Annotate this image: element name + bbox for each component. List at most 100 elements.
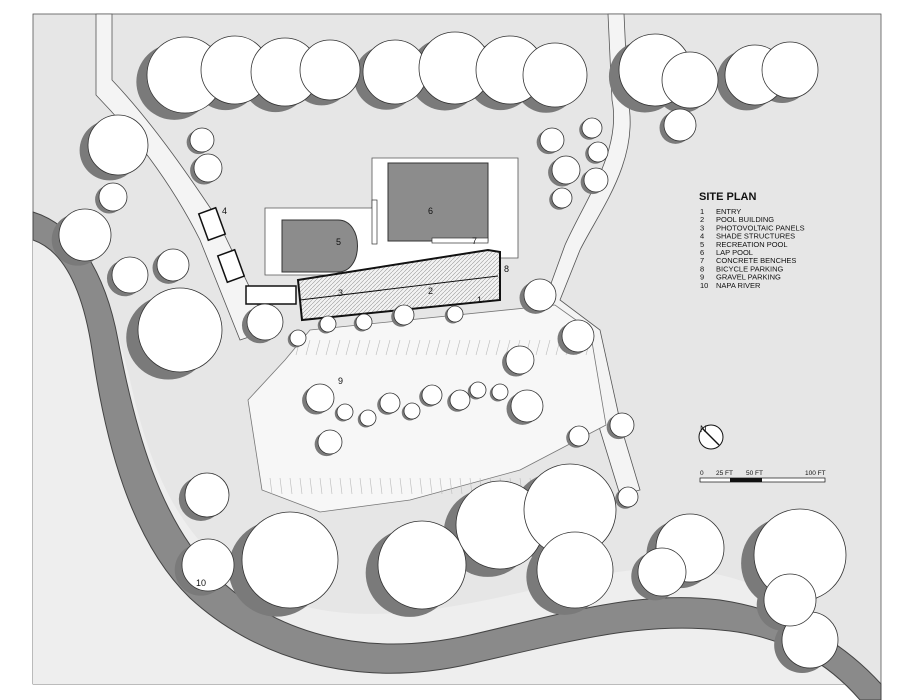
tree-canopy [305,383,335,413]
parking-stripe [455,339,461,356]
label-recreation-pool: 5 [336,237,341,247]
parking-stripe [545,339,551,356]
tree-canopy [761,41,819,99]
tree-canopy [522,42,588,108]
parking-stripe [535,339,541,356]
concrete-bench [371,199,378,245]
tree-canopy [359,409,377,427]
parking-stripe [365,339,371,356]
parking-stripe [349,477,353,495]
parking-stripe [395,339,401,356]
tree-canopy [87,114,149,176]
parking-stripe [345,339,351,356]
tree-canopy [421,384,443,406]
legend-number: 2 [700,215,704,224]
parking-stripe [409,477,413,495]
parking-stripe [315,339,321,356]
tree-canopy [661,51,719,109]
shade-structure [197,206,227,242]
north-arrow: N [698,424,724,450]
tree-canopy [583,167,609,193]
label-shade: 4 [222,206,227,216]
parking-stripe [459,477,463,495]
tree-canopy [137,287,223,373]
tree-canopy [551,187,573,209]
tree-canopy [181,538,235,592]
tree-canopy [763,573,817,627]
legend-number: 10 [700,281,708,290]
tree-canopy [469,381,487,399]
parking-stripe [399,477,403,495]
tree-canopy [581,117,603,139]
tree-canopy [491,383,509,401]
scale-50: 50 FT [746,470,763,477]
parking-stripe [309,477,313,495]
parking-stripe [389,477,393,495]
parking-stripe [385,339,391,356]
parking-stripe [465,339,471,356]
tree-canopy [241,511,339,609]
tree-canopy [449,389,471,411]
pool-building [296,248,501,322]
legend-number: 8 [700,264,704,273]
parking-stripe [299,477,303,495]
parking-stripe [495,339,501,356]
site-plan-title: SITE PLAN [699,191,757,203]
tree-canopy [637,547,687,597]
tree-canopy [510,389,544,423]
legend-label: NAPA RIVER [716,281,761,290]
parking-stripe [379,477,383,495]
shade-structure [245,285,297,305]
label-bicycle: 8 [504,264,509,274]
label-parking: 9 [338,376,343,386]
tree-canopy [246,303,284,341]
legend-number: 5 [700,240,704,249]
tree-canopy [523,278,557,312]
parking-stripe [435,339,441,356]
parking-stripe [305,339,311,356]
tree-canopy [403,402,421,420]
legend-label: SHADE STRUCTURES [716,232,795,241]
parking-stripe [325,339,331,356]
tree-canopy [98,182,128,212]
tree-canopy [362,39,428,105]
parking-stripe [335,339,341,356]
tree-canopy [355,313,373,331]
parking-stripe [415,339,421,356]
legend-label: POOL BUILDING [716,215,774,224]
parking-stripe [449,477,453,495]
legend-number: 9 [700,273,704,282]
tree-canopy [536,531,614,609]
parking-stripe [369,477,373,495]
tree-canopy [617,486,639,508]
legend-label: RECREATION POOL [716,240,788,249]
concrete-bench [431,237,489,244]
parking-stripe [269,477,273,495]
tree-canopy [587,141,609,163]
tree-canopy [551,155,581,185]
legend-number: 1 [700,207,704,216]
legend-number: 7 [700,256,704,265]
tree-canopy [446,305,464,323]
scale-bar: 0 25 FT 50 FT 100 FT [699,470,826,483]
tree-canopy [289,329,307,347]
parking-stripe [359,477,363,495]
recreation-pool [281,219,358,273]
parking-stripe [475,339,481,356]
tree-canopy [561,319,595,353]
tree-canopy [189,127,215,153]
parking-stripe [439,477,443,495]
legend-label: ENTRY [716,207,741,216]
legend-label: LAP POOL [716,248,753,257]
legend-number: 3 [700,223,704,232]
tree-canopy [299,39,361,101]
tree-canopy [379,392,401,414]
label-benches: 7 [472,236,477,246]
tree-canopy [568,425,590,447]
parking-stripe [419,477,423,495]
scale-25: 25 FT [716,470,733,477]
legend-label: PHOTOVOLTAIC PANELS [716,223,805,232]
parking-stripe [445,339,451,356]
parking-stripe [355,339,361,356]
